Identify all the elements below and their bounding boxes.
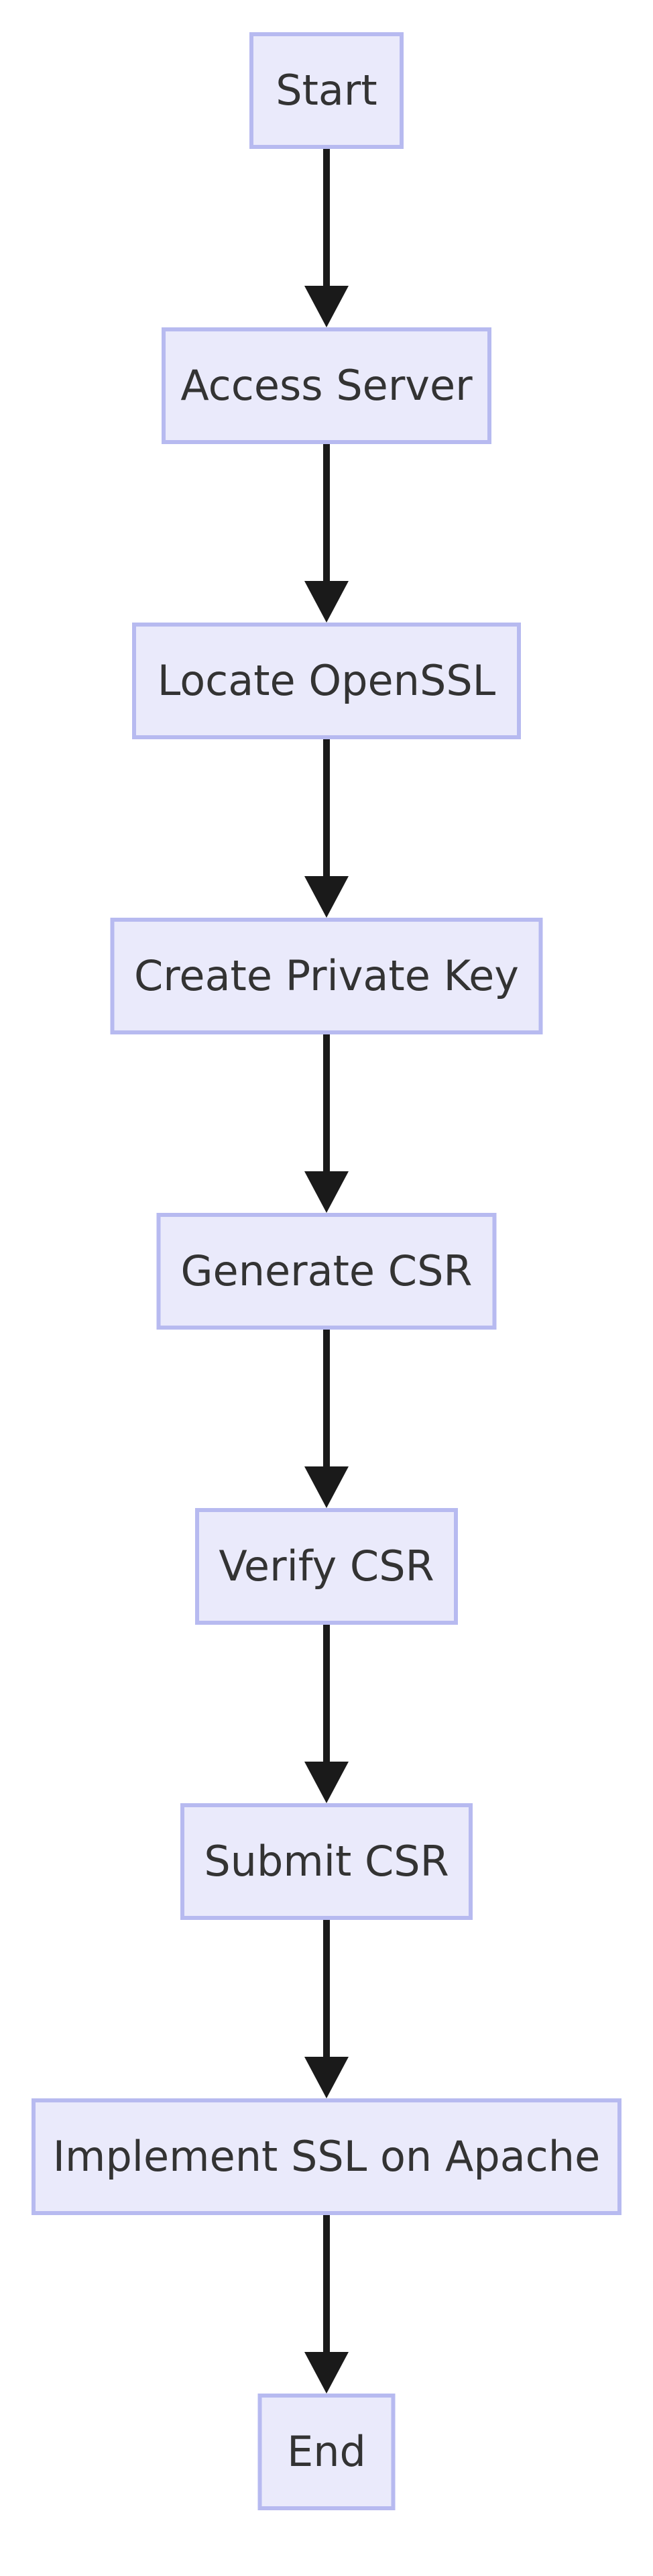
edge-access-server-to-locate-openssl	[304, 444, 349, 623]
flow-node-implement-ssl-on-apache: Implement SSL on Apache	[32, 2098, 621, 2215]
arrowhead-down-icon	[304, 1466, 349, 1508]
arrowhead-down-icon	[304, 1762, 349, 1803]
arrowhead-down-icon	[304, 2057, 349, 2098]
flow-node-create-private-key: Create Private Key	[110, 918, 543, 1034]
flow-node-label: Locate OpenSSL	[157, 656, 496, 705]
arrowhead-down-icon	[304, 581, 349, 623]
flow-node-label: Start	[276, 66, 377, 115]
arrow-line	[323, 1920, 330, 2057]
flow-node-label: Verify CSR	[219, 1542, 434, 1591]
edge-verify-csr-to-submit-csr	[304, 1625, 349, 1803]
flow-node-verify-csr: Verify CSR	[195, 1508, 458, 1625]
arrowhead-down-icon	[304, 876, 349, 918]
flow-node-generate-csr: Generate CSR	[156, 1213, 497, 1330]
flow-node-access-server: Access Server	[162, 327, 491, 444]
arrow-line	[323, 1625, 330, 1762]
flow-node-label: Submit CSR	[204, 1837, 449, 1886]
arrow-line	[323, 444, 330, 581]
flow-node-end: End	[257, 2394, 396, 2510]
arrow-line	[323, 2215, 330, 2352]
edge-create-private-key-to-generate-csr	[304, 1034, 349, 1213]
arrowhead-down-icon	[304, 1171, 349, 1213]
edge-generate-csr-to-verify-csr	[304, 1330, 349, 1508]
flow-node-label: Create Private Key	[134, 951, 519, 1000]
flow-node-start: Start	[249, 32, 404, 149]
flow-node-locate-openssl: Locate OpenSSL	[132, 623, 521, 739]
edge-submit-csr-to-implement-ssl	[304, 1920, 349, 2098]
arrow-line	[323, 1034, 330, 1171]
edge-implement-ssl-to-end	[304, 2215, 349, 2394]
edge-start-to-access-server	[304, 149, 349, 327]
arrow-line	[323, 739, 330, 876]
arrow-line	[323, 1330, 330, 1466]
arrowhead-down-icon	[304, 286, 349, 327]
flow-node-submit-csr: Submit CSR	[180, 1803, 473, 1920]
edge-locate-openssl-to-create-private-key	[304, 739, 349, 918]
arrow-line	[323, 149, 330, 286]
flow-node-label: Access Server	[180, 361, 473, 410]
flow-node-label: Implement SSL on Apache	[52, 2132, 601, 2181]
flow-node-label: End	[287, 2427, 366, 2476]
arrowhead-down-icon	[304, 2352, 349, 2394]
flow-node-label: Generate CSR	[180, 1246, 473, 1295]
